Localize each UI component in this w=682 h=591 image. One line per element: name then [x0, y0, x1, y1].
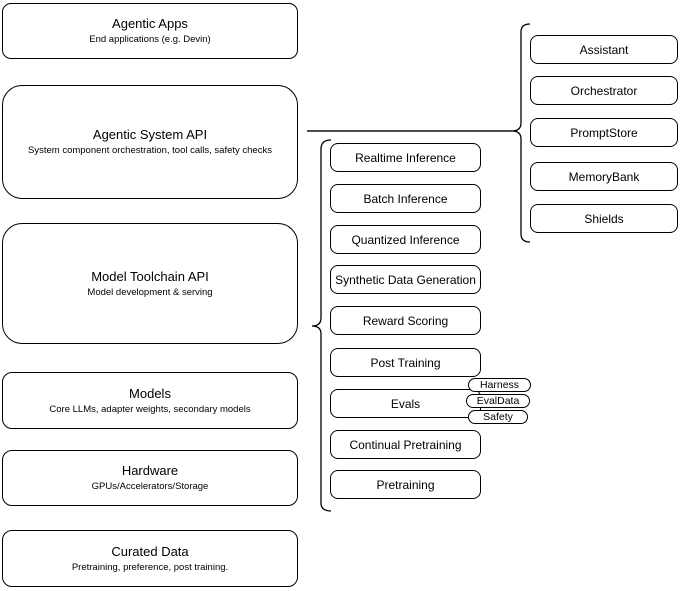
- node-hardware: Hardware GPUs/Accelerators/Storage: [2, 450, 298, 506]
- tag-harness: Harness: [468, 378, 531, 392]
- node-continual-pretraining: Continual Pretraining: [330, 430, 481, 459]
- toolchain-brace: [311, 139, 332, 512]
- node-batch-inference: Batch Inference: [330, 184, 481, 213]
- tag-safety: Safety: [468, 410, 528, 424]
- node-post-training: Post Training: [330, 348, 481, 377]
- node-memorybank: MemoryBank: [530, 162, 678, 191]
- node-subtitle: GPUs/Accelerators/Storage: [91, 481, 209, 492]
- node-evals: Evals: [330, 389, 481, 418]
- node-orchestrator: Orchestrator: [530, 76, 678, 105]
- node-title: Hardware: [121, 463, 179, 478]
- node-shields: Shields: [530, 204, 678, 233]
- tag-evaldata: EvalData: [466, 394, 530, 408]
- node-agentic-system-api: Agentic System API System component orch…: [2, 85, 298, 199]
- node-subtitle: System component orchestration, tool cal…: [28, 145, 272, 156]
- node-assistant: Assistant: [530, 35, 678, 64]
- node-curated-data: Curated Data Pretraining, preference, po…: [2, 530, 298, 587]
- node-agentic-apps: Agentic Apps End applications (e.g. Devi…: [2, 3, 298, 59]
- node-realtime-inference: Realtime Inference: [330, 143, 481, 172]
- node-subtitle: End applications (e.g. Devin): [89, 34, 211, 45]
- node-model-toolchain-api: Model Toolchain API Model development & …: [2, 223, 298, 344]
- node-models: Models Core LLMs, adapter weights, secon…: [2, 372, 298, 429]
- node-synthetic-data-generation: Synthetic Data Generation: [330, 265, 481, 294]
- node-title: Model Toolchain API: [91, 268, 209, 284]
- node-title: Curated Data: [111, 543, 189, 559]
- system-components-brace: [511, 23, 531, 243]
- node-promptstore: PromptStore: [530, 118, 678, 147]
- node-quantized-inference: Quantized Inference: [330, 225, 481, 254]
- node-reward-scoring: Reward Scoring: [330, 306, 481, 335]
- node-subtitle: Core LLMs, adapter weights, secondary mo…: [49, 403, 251, 415]
- node-pretraining: Pretraining: [330, 470, 481, 499]
- node-subtitle: Pretraining, preference, post training.: [71, 561, 229, 573]
- node-title: Models: [129, 385, 171, 401]
- node-title: Agentic Apps: [112, 16, 188, 31]
- node-subtitle: Model development & serving: [87, 286, 213, 298]
- node-title: Agentic System API: [92, 127, 208, 142]
